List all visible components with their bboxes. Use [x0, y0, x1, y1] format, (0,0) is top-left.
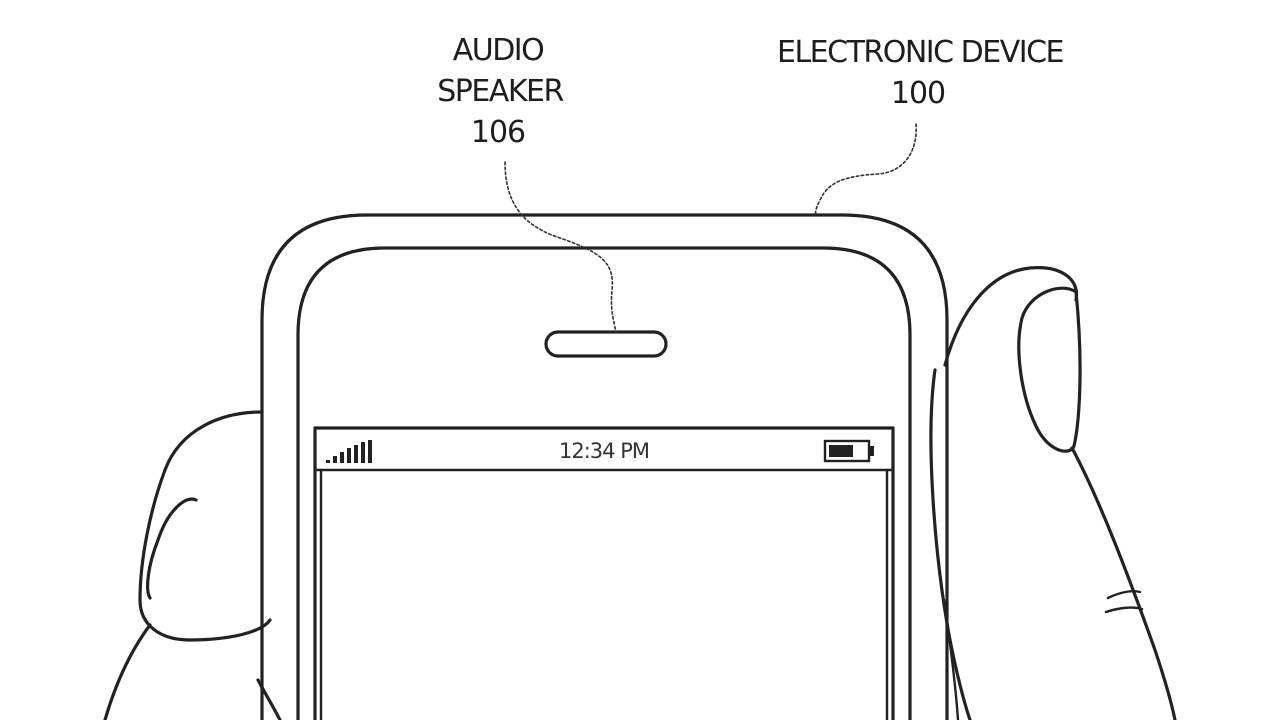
- electronic-device-ref-number: 100: [891, 76, 945, 111]
- right-hand: [929, 266, 1177, 720]
- right-thumb-outline: [943, 266, 1079, 367]
- device-outer-outline: [260, 213, 949, 720]
- audio-speaker-ref-number: 106: [471, 115, 525, 150]
- right-thumbnail: [1017, 286, 1082, 453]
- electronic-device-label: ELECTRONIC DEVICE: [777, 35, 1064, 70]
- audio-speaker-label-line2: SPEAKER: [437, 74, 563, 109]
- audio-speaker-label-line1: AUDIO: [453, 33, 544, 68]
- right-thumb-lower: [1070, 446, 1177, 720]
- signal-bars-icon: [326, 440, 372, 463]
- left-wrist-line: [256, 678, 282, 720]
- left-hand: [103, 410, 282, 720]
- status-time: 12:34 PM: [559, 439, 649, 463]
- device-inner-bezel: [296, 246, 912, 720]
- right-palm-edge: [929, 368, 972, 720]
- electronic-device: 12:34 PM: [260, 213, 949, 720]
- battery-icon: [823, 439, 874, 463]
- left-fingertip: [146, 497, 198, 600]
- right-crease-1: [1106, 590, 1142, 600]
- left-hand-outline: [138, 410, 272, 642]
- audio-speaker-slot: [544, 330, 668, 358]
- left-knuckle-line: [103, 623, 152, 720]
- display-outline: [313, 426, 895, 720]
- callout-audio-speaker: AUDIO SPEAKER 106: [437, 33, 617, 333]
- callout-electronic-device: ELECTRONIC DEVICE 100: [777, 35, 1065, 216]
- electronic-device-leader-line: [814, 123, 917, 216]
- right-crease-2: [1104, 606, 1144, 614]
- audio-speaker-leader-line: [504, 161, 617, 333]
